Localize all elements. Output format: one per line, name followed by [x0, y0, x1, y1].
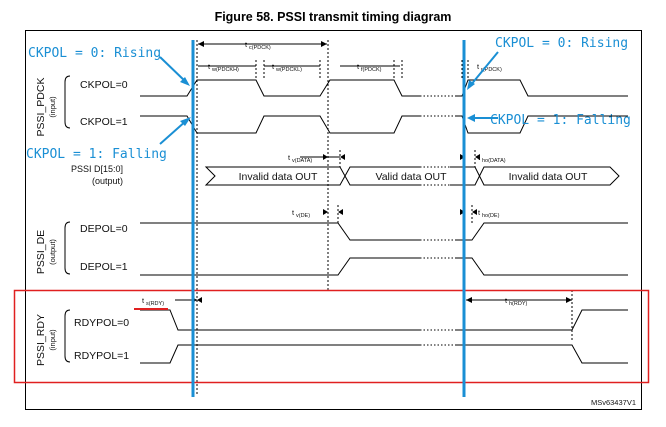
group-label-de: PSSI_DE (output) [35, 230, 57, 274]
waveform-data-bus [204, 165, 620, 189]
label-data-line2: (output) [92, 176, 123, 186]
group-label-rdy: PSSI_RDY (input) [35, 314, 57, 366]
timing-twh: t w(PDCKH) [198, 60, 257, 80]
waveform-rdypol0 [140, 309, 420, 331]
waveform-ckpol0-tail [455, 79, 628, 97]
label-rdypol0: RDYPOL=0 [74, 317, 129, 329]
label-depol0: DEPOL=0 [80, 223, 128, 235]
svg-text:t: t [142, 296, 145, 305]
svg-text:ho(DE): ho(DE) [482, 213, 500, 219]
waveform-ckpol1-tail [455, 115, 628, 134]
label-ckpol0: CKPOL=0 [80, 79, 128, 91]
figure-frame [25, 30, 642, 410]
timing-tho-de: t ho(DE) [460, 205, 500, 223]
figure-title: Figure 58. PSSI transmit timing diagram [215, 10, 452, 24]
waveform-depol0 [140, 222, 420, 241]
annotation-ckpol1-falling-left: CKPOL = 1: Falling [26, 147, 167, 162]
annotation-ckpol0-rising-left: CKPOL = 0: Rising [28, 46, 161, 61]
waveform-rdypol1 [140, 344, 420, 364]
rdy-highlight-box [13, 289, 650, 384]
timing-tho-data: t ho(DATA) [460, 150, 506, 167]
svg-text:t: t [208, 62, 211, 71]
annotation-ckpol1-falling-right: CKPOL = 1: Falling [490, 113, 631, 128]
label-depol1: DEPOL=1 [80, 261, 128, 273]
svg-text:w(PDCKL): w(PDCKL) [275, 67, 302, 73]
data-segment-2: Valid data OUT [375, 171, 447, 183]
timing-tr: t r(PDCK) [461, 60, 502, 80]
label-rdypol1: RDYPOL=1 [74, 350, 129, 362]
svg-text:t: t [357, 62, 360, 71]
svg-text:h(RDY): h(RDY) [509, 301, 528, 307]
arrow-ckpol0-right [467, 51, 499, 90]
svg-text:ho(DATA): ho(DATA) [482, 158, 506, 164]
svg-text:t: t [478, 208, 481, 217]
label-data-line1: PSSI D[15:0] [71, 164, 123, 174]
svg-text:f(PDCK): f(PDCK) [361, 67, 382, 73]
svg-text:t: t [288, 153, 291, 162]
annotation-ckpol0-rising-right: CKPOL = 0: Rising [495, 36, 628, 51]
data-segment-1: Invalid data OUT [239, 171, 318, 183]
svg-text:t: t [505, 296, 508, 305]
arrow-ckpol1-left [159, 117, 191, 145]
svg-text:t: t [478, 153, 481, 162]
arrow-ckpol0-left [159, 56, 190, 86]
svg-text:PSSI_RDY: PSSI_RDY [35, 314, 47, 366]
bracket-de [64, 221, 71, 275]
svg-text:t: t [477, 62, 480, 71]
svg-text:r(PDCK): r(PDCK) [481, 67, 502, 73]
svg-text:s(RDY): s(RDY) [146, 301, 164, 307]
svg-text:(input): (input) [48, 329, 57, 351]
timing-tc: t c(PDCK) [198, 40, 327, 51]
svg-text:c(PDCK): c(PDCK) [249, 45, 271, 51]
svg-text:v(DE): v(DE) [296, 213, 310, 219]
svg-text:(input): (input) [48, 96, 57, 118]
svg-text:w(PDCKH): w(PDCKH) [211, 67, 239, 73]
waveform-depol1 [140, 257, 420, 276]
timing-twl: t w(PDCKL) [263, 60, 321, 80]
svg-text:PSSI_DE: PSSI_DE [35, 230, 47, 274]
timing-tv-de: t v(DE) [292, 205, 343, 223]
bracket-pdck [64, 75, 71, 129]
watermark: MSv63437V1 [591, 398, 636, 407]
group-label-pdck: PSSI_PDCK (input) [35, 78, 57, 137]
arrow-ckpol1-right [467, 114, 498, 122]
svg-text:t: t [292, 208, 295, 217]
bracket-rdy [64, 309, 71, 363]
svg-text:PSSI_PDCK: PSSI_PDCK [35, 78, 47, 137]
data-segment-3: Invalid data OUT [509, 171, 588, 183]
svg-text:v(DATA): v(DATA) [292, 158, 312, 164]
svg-text:t: t [245, 40, 248, 49]
svg-text:t: t [272, 62, 275, 71]
timing-tv-data: t v(DATA) [288, 150, 345, 167]
timing-tf: t f(PDCK) [340, 60, 403, 80]
svg-text:(output): (output) [48, 239, 57, 265]
timing-th-rdy: t h(RDY) [466, 296, 572, 307]
label-ckpol1: CKPOL=1 [80, 116, 128, 128]
